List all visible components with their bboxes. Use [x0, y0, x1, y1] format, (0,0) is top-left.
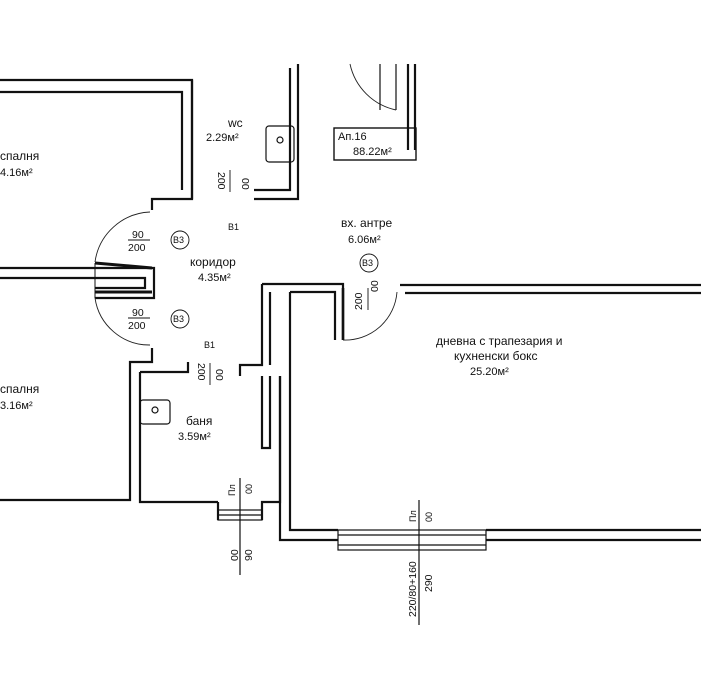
apartment-area: 88.22м²: [353, 146, 392, 158]
door-swings: [94, 63, 398, 346]
door-bed2-dims: 90 200 B3: [128, 307, 190, 332]
svg-text:Пл: Пл: [227, 484, 237, 496]
door-bath-dims: 00 200: [195, 363, 225, 385]
bathroom-basin: [139, 399, 171, 425]
door-tag: B3: [173, 235, 184, 245]
wc-basin: [265, 125, 295, 163]
bedroom2-area: 3.16м²: [0, 400, 33, 412]
corridor-area: 4.35м²: [198, 272, 231, 284]
apartment-name: Ап.16: [338, 131, 367, 143]
svg-text:220/80+160: 220/80+160: [407, 561, 419, 617]
living-area: 25.20м²: [470, 366, 509, 378]
bedroom2-name: спалня: [0, 382, 39, 396]
svg-text:00: 00: [229, 549, 241, 561]
door-wc-dims: 00 200: [215, 170, 251, 192]
living-name-line1: дневна с трапезария и: [436, 334, 563, 348]
bedroom1-area: 4.16м²: [0, 167, 33, 179]
entrance-area: 6.06м²: [348, 234, 381, 246]
wc-name: wc: [227, 116, 243, 130]
svg-text:00: 00: [369, 280, 381, 292]
door-bed1-dims: 90 200 B3: [128, 229, 190, 254]
entrance-name: вх. антре: [341, 216, 393, 230]
svg-text:00: 00: [239, 178, 251, 190]
fixtures: [139, 125, 295, 425]
svg-text:00: 00: [244, 484, 254, 494]
svg-text:90: 90: [132, 229, 144, 241]
svg-text:90: 90: [243, 549, 255, 561]
svg-text:290: 290: [423, 574, 435, 592]
svg-text:Пл: Пл: [408, 510, 418, 522]
door-entrance-dims: B3 00 200: [353, 253, 381, 310]
bathroom-area: 3.59м²: [178, 431, 211, 443]
window-big-dims: Пл 00 220/80+160 290: [407, 510, 435, 617]
wc-area: 2.29м²: [206, 132, 239, 144]
svg-text:200: 200: [353, 292, 365, 310]
living-name-line2: кухненски бокс: [454, 349, 538, 363]
svg-text:200: 200: [128, 242, 146, 254]
corridor-tag-top: B1: [228, 222, 239, 232]
svg-text:200: 200: [128, 320, 146, 332]
corridor-tag-bottom: B1: [204, 340, 215, 350]
bedroom1-name: спалня: [0, 149, 39, 163]
bathroom-name: баня: [186, 414, 212, 428]
apartment-box: [333, 127, 417, 161]
windows: [217, 478, 487, 625]
corridor-name: коридор: [190, 255, 236, 269]
svg-text:200: 200: [215, 172, 227, 190]
svg-text:90: 90: [132, 307, 144, 319]
door-tag: B3: [362, 258, 373, 268]
svg-text:00: 00: [213, 369, 225, 381]
svg-text:00: 00: [424, 512, 434, 522]
window-small-dims: Пл 00 00 90: [227, 484, 255, 561]
svg-text:200: 200: [195, 363, 207, 381]
door-tag: B3: [173, 314, 184, 324]
